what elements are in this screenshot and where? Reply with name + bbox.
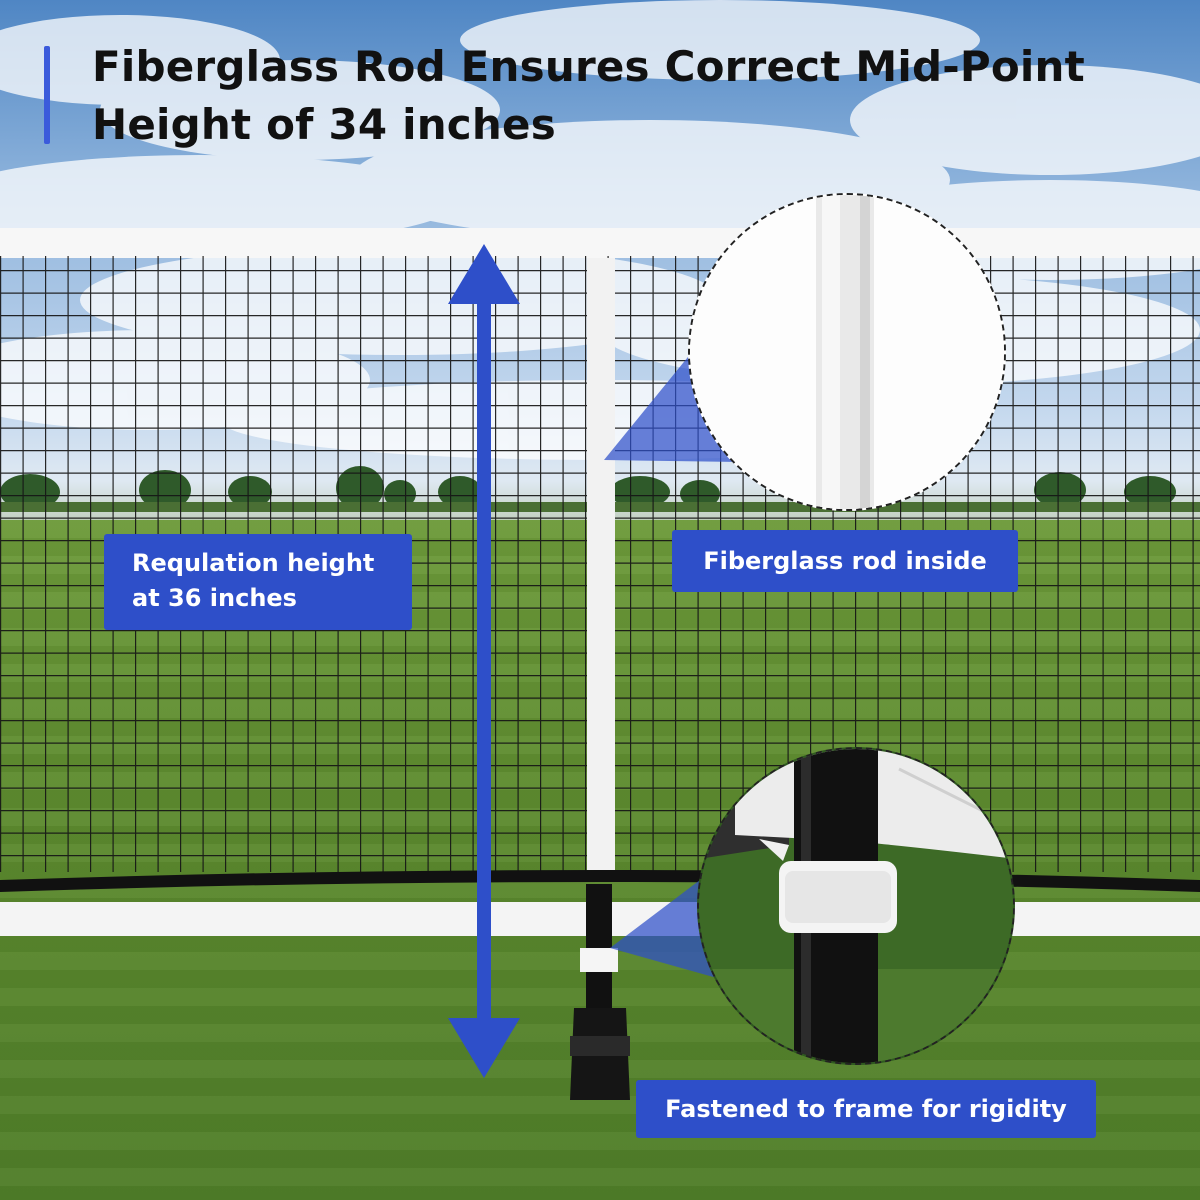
title-accent-bar	[44, 46, 50, 144]
fiberglass-rod-closeup	[690, 195, 1004, 509]
center-strap	[587, 258, 615, 870]
zoom-pointer-bottom-icon	[610, 880, 724, 980]
callout-fastened-frame: Fastened to frame for rigidity	[636, 1080, 1096, 1138]
callout-height-line-1: Requlation height	[132, 549, 375, 577]
callout-height-line-2: at 36 inches	[132, 584, 297, 612]
net-top-band	[0, 228, 1200, 258]
velcro-strap-small	[580, 948, 618, 972]
zoom-velcro-fastener	[697, 747, 1015, 1065]
zoom-pointer-top-icon	[604, 352, 740, 462]
title-line-1: Fiberglass Rod Ensures Correct Mid-Point	[92, 42, 1085, 91]
title-line-2: Height of 34 inches	[92, 100, 556, 149]
callout-regulation-height: Requlation height at 36 inches	[104, 534, 412, 630]
zoom-fiberglass-rod	[688, 193, 1006, 511]
height-arrow-icon	[448, 244, 520, 1078]
callout-fiberglass-rod: Fiberglass rod inside	[672, 530, 1018, 592]
page-title: Fiberglass Rod Ensures Correct Mid-Point…	[92, 38, 1172, 154]
velcro-closeup	[699, 749, 1013, 1063]
